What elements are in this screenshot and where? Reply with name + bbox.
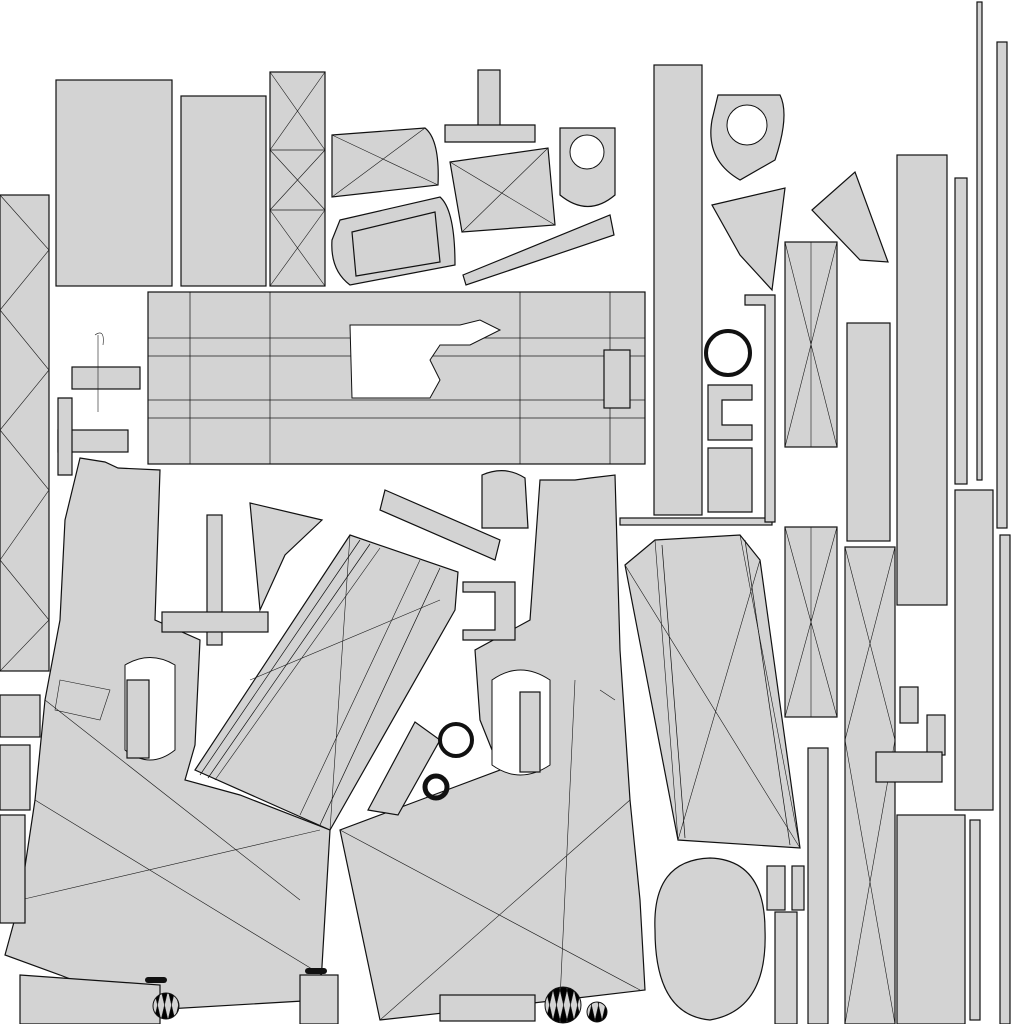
uv-island-mid-small: [161, 470, 529, 816]
uv-island-left-strip: [0, 194, 50, 672]
uv-island-tall-panel: [269, 71, 326, 287]
uv-island-slide-a: [194, 534, 459, 831]
uv-island-striped-block-b: [180, 95, 267, 287]
uv-island-rods: [954, 1, 1011, 1024]
uv-island-rail-right: [784, 241, 896, 1024]
uv-island-tiny-parts: [0, 679, 981, 1024]
uv-island-egg: [654, 747, 966, 1024]
uv-island-slide-b: [624, 534, 801, 849]
uv-island-main-slab: [147, 291, 646, 465]
uv-island-rail-tall-a: [653, 64, 703, 516]
uv-island-top-cluster: [331, 69, 616, 286]
uv-island-striped-block-a: [55, 79, 173, 287]
uv-island-rail-tall-b: [896, 154, 948, 606]
uv-island-loops: [619, 94, 889, 526]
uv-island-small-hook: [57, 332, 141, 476]
